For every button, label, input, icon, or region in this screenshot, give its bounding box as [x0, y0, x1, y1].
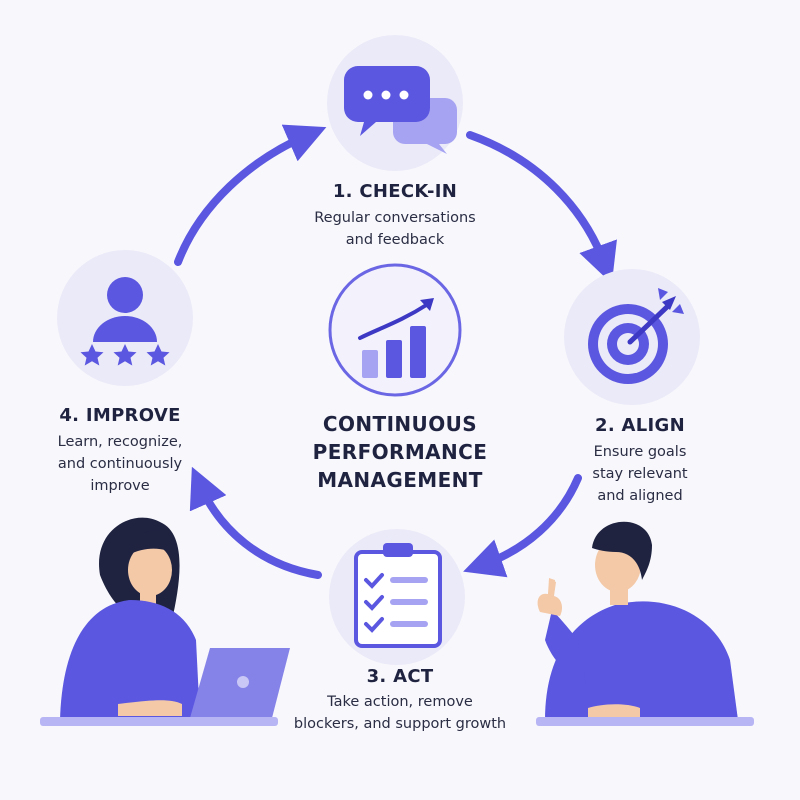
step-align-label: 2. ALIGN Ensure goals stay relevant and … — [565, 415, 715, 507]
step-description: Ensure goals stay relevant and aligned — [592, 444, 688, 504]
chat-bubbles-icon — [344, 66, 457, 154]
center-title: CONTINUOUS PERFORMANCE MANAGEMENT — [312, 412, 488, 492]
step-title: 3. ACT — [366, 666, 434, 687]
step-title: 1. CHECK-IN — [332, 181, 458, 202]
woman-with-laptop-illustration — [40, 517, 290, 726]
person-stars-icon — [80, 277, 170, 366]
step-description: Learn, recognize, and continuously impro… — [57, 434, 183, 494]
arrow-checkin-to-align — [466, 131, 617, 284]
step-title: 2. ALIGN — [595, 415, 685, 436]
man-pointing-illustration — [536, 521, 754, 726]
growth-chart-icon — [358, 298, 434, 378]
step-title: 4. IMPROVE — [59, 405, 181, 426]
step-description: Regular conversations and feedback — [314, 210, 476, 248]
checklist-icon — [354, 543, 442, 648]
arrow-align-to-act — [463, 474, 582, 578]
step-act-label: 3. ACT Take action, remove blockers, and… — [280, 666, 520, 735]
arrow-improve-to-checkin — [174, 124, 327, 266]
step-improve-label: 4. IMPROVE Learn, recognize, and continu… — [30, 405, 210, 497]
step-description: Take action, remove blockers, and suppor… — [293, 694, 507, 732]
step-checkin-label: 1. CHECK-IN Regular conversations and fe… — [280, 181, 510, 251]
arrow-act-to-improve — [189, 466, 322, 579]
target-icon — [588, 288, 684, 384]
